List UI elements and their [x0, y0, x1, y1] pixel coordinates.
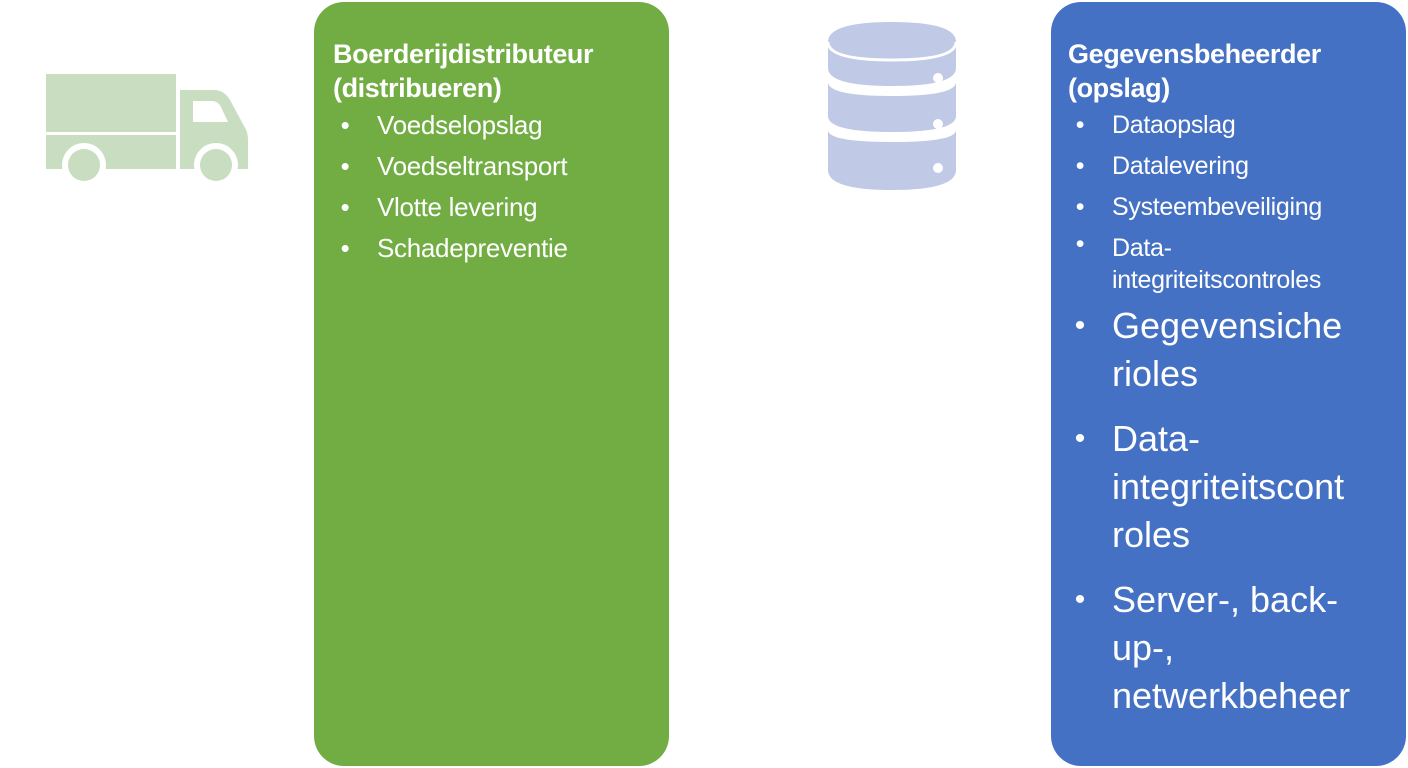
bullet-icon: •	[340, 110, 350, 140]
data-manager-list-item: • Gegevensiche rioles	[1068, 302, 1396, 398]
distributor-list-item: • Vlotte levering	[333, 187, 651, 228]
bullet-icon: •	[1075, 193, 1085, 221]
distributor-item-label: Voedselopslag	[377, 110, 543, 140]
database-disk-bottom	[828, 130, 956, 190]
data-manager-item-label: Systeembeveiliging	[1112, 193, 1322, 221]
distributor-list-item: • Schadepreventie	[333, 228, 651, 269]
data-manager-list-item: • Dataopslag	[1068, 105, 1396, 146]
bullet-icon: •	[340, 151, 350, 181]
data-manager-item-label: Data- integriteitscont roles	[1112, 418, 1345, 555]
bullet-icon: •	[1075, 230, 1085, 258]
data-manager-item-label: Dataopslag	[1112, 111, 1236, 139]
distributor-item-label: Schadepreventie	[377, 233, 568, 263]
database-disk-top	[828, 22, 956, 86]
data-manager-title-sub: (opslag)	[1068, 73, 1170, 103]
data-manager-list-item: • Systeembeveiliging	[1068, 187, 1396, 228]
database-rim-line	[826, 41, 958, 62]
database-disk-middle	[828, 82, 956, 132]
data-manager-title-main: Gegevensbeheerder	[1068, 39, 1321, 69]
bullet-icon: •	[1074, 583, 1086, 616]
data-manager-list-item: • Datalevering	[1068, 146, 1396, 187]
distributor-title-main: Boerderijdistributeur	[333, 39, 594, 69]
truck-icon	[46, 74, 248, 187]
distributor-list-item: • Voedseltransport	[333, 146, 651, 187]
distributor-list-item: • Voedselopslag	[333, 105, 651, 146]
truck-wheel-rear-hub	[68, 149, 100, 181]
bullet-icon: •	[1075, 111, 1085, 139]
distributor-title-sub: (distribueren)	[333, 73, 502, 103]
data-manager-item-label: Gegevensiche rioles	[1112, 305, 1343, 394]
distributor-panel: Boerderijdistributeur (distribueren) • Vo…	[314, 2, 669, 766]
database-led-middle	[933, 119, 943, 129]
data-manager-list-item: • Data- integriteitscontroles	[1068, 228, 1396, 296]
data-manager-title: Gegevensbeheerder (opslag)	[1068, 37, 1396, 105]
distributor-title: Boerderijdistributeur (distribueren)	[333, 37, 651, 105]
data-manager-list-item: • Server-, back- up-, netwerkbeheer	[1068, 576, 1396, 720]
data-manager-list: • Dataopslag • Datalevering • Systeembeveil…	[1068, 105, 1396, 720]
bullet-icon: •	[340, 192, 350, 222]
distributor-list: • Voedselopslag • Voedseltransport • Vlotte…	[333, 105, 651, 269]
bullet-icon: •	[1074, 422, 1086, 455]
database-icon	[826, 22, 958, 190]
data-manager-list-item: • Data- integriteitscont roles	[1068, 415, 1396, 559]
data-manager-item-label: Datalevering	[1112, 152, 1249, 180]
bullet-icon: •	[1075, 152, 1085, 180]
distributor-item-label: Vlotte levering	[377, 192, 538, 222]
data-manager-panel: Gegevensbeheerder (opslag) • Dataopslag •…	[1051, 2, 1406, 766]
truck-divider	[46, 132, 176, 135]
bullet-icon: •	[1074, 309, 1086, 342]
truck-window	[193, 101, 228, 122]
data-manager-item-label: Data- integriteitscontroles	[1112, 234, 1322, 294]
distributor-item-label: Voedseltransport	[377, 151, 568, 181]
database-led-bottom	[933, 163, 943, 173]
data-manager-item-label: Server-, back- up-, netwerkbeheer	[1112, 579, 1351, 716]
truck-wheel-front-hub	[200, 149, 232, 181]
database-led-top	[933, 73, 943, 83]
bullet-icon: •	[340, 233, 350, 263]
